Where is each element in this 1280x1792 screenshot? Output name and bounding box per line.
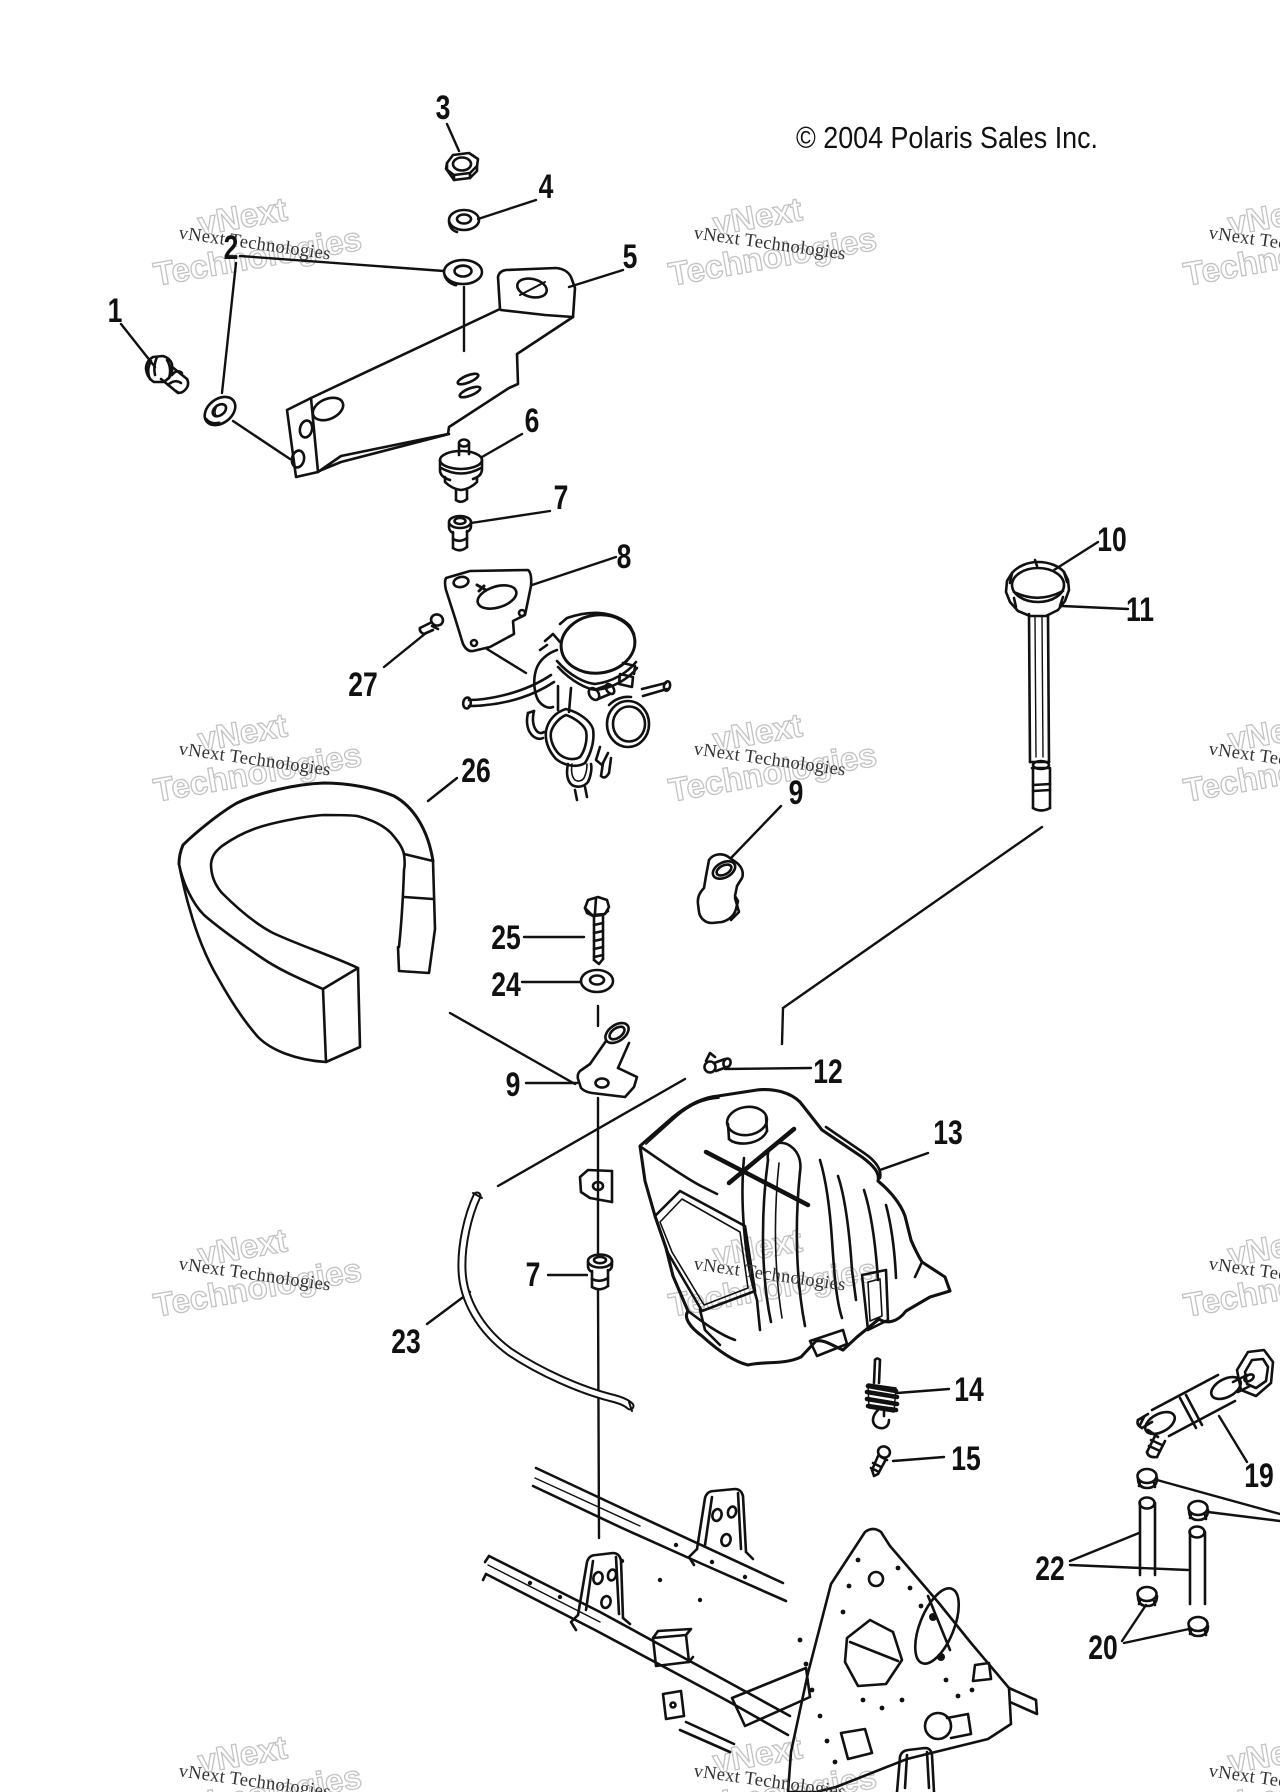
svg-text:7: 7: [554, 479, 569, 517]
svg-text:27: 27: [348, 666, 378, 704]
svg-text:24: 24: [491, 966, 521, 1004]
svg-text:20: 20: [1088, 1629, 1118, 1667]
svg-text:22: 22: [1035, 1550, 1065, 1588]
svg-text:14: 14: [954, 1371, 984, 1409]
svg-text:© 2004 Polaris Sales Inc.: © 2004 Polaris Sales Inc.: [796, 120, 1098, 155]
svg-text:26: 26: [461, 752, 491, 790]
svg-text:6: 6: [525, 402, 540, 440]
svg-text:4: 4: [539, 168, 554, 206]
svg-text:7: 7: [526, 1256, 541, 1294]
svg-text:9: 9: [789, 774, 804, 812]
svg-text:3: 3: [436, 89, 451, 127]
svg-text:19: 19: [1244, 1457, 1274, 1495]
svg-text:vNext: vNext: [195, 1728, 290, 1780]
svg-text:23: 23: [391, 1323, 421, 1361]
svg-text:2: 2: [224, 229, 239, 267]
svg-text:11: 11: [1126, 591, 1154, 629]
svg-text:12: 12: [813, 1053, 843, 1091]
svg-text:25: 25: [491, 919, 521, 957]
svg-text:13: 13: [933, 1114, 963, 1152]
svg-text:1: 1: [108, 292, 123, 330]
svg-text:10: 10: [1097, 521, 1127, 559]
svg-text:8: 8: [617, 538, 632, 576]
svg-text:15: 15: [951, 1440, 981, 1478]
svg-text:5: 5: [623, 238, 638, 276]
svg-text:9: 9: [506, 1066, 521, 1104]
